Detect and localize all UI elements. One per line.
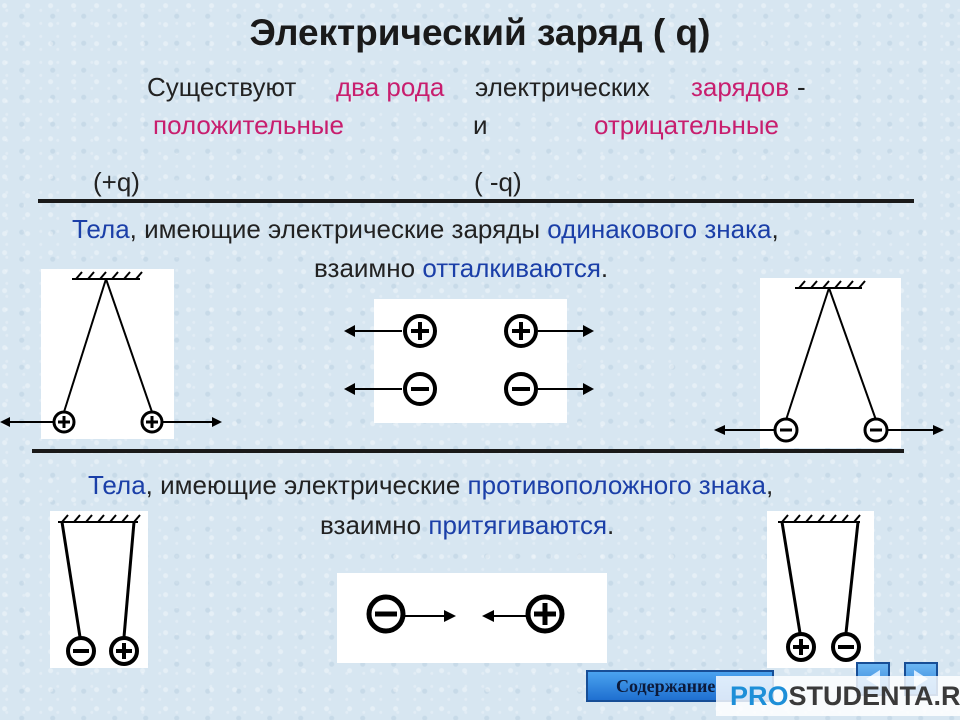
attract-sentence-line1: Тела, имеющие электрические противополож… (88, 470, 773, 501)
repel-word-mutually: взаимно (314, 253, 416, 283)
intro-word-exist: Существуют (147, 72, 297, 102)
attract-comma: , (765, 470, 774, 500)
repel-sentence-line1: Тела, имеющие электрические заряды одина… (72, 214, 779, 245)
divider-bottom (32, 449, 904, 453)
watermark-rest: STUDENTA.RU (788, 680, 960, 711)
divider-top (38, 199, 914, 203)
attract-word-opposite-sign: противоположного знака (467, 470, 766, 500)
attract-word-having: , имеющие электрические (145, 470, 461, 500)
negative-label: отрицательные (594, 110, 779, 140)
intro-word-two-kinds: два рода (336, 72, 445, 102)
slide-title: Электрический заряд ( q) (249, 12, 711, 53)
repel-word-bodies: Тела (72, 214, 130, 244)
repel-sentence-line2: взаимно отталкиваются. (314, 253, 608, 284)
attract-sentence-line2: взаимно притягиваются. (320, 510, 614, 541)
attract-word-attract: притягиваются (428, 510, 608, 540)
attract-period: . (607, 510, 615, 540)
repel-word-having: , имеющие электрические заряды (129, 214, 541, 244)
positive-symbol: (+q) (93, 167, 140, 197)
repel-word-repel: отталкиваются (422, 253, 601, 283)
repel-charges-panel (374, 299, 567, 423)
attract-word-bodies: Тела (88, 470, 146, 500)
and-label: и (473, 110, 488, 140)
intro-word-charges: зарядов (691, 72, 790, 102)
repel-word-same-sign: одинакового знака (547, 214, 772, 244)
repel-period: . (600, 253, 609, 283)
positive-label: положительные (153, 110, 344, 140)
watermark-pro: PRO (730, 680, 789, 711)
attract-word-mutually: взаимно (320, 510, 422, 540)
negative-symbol: ( -q) (474, 167, 522, 197)
intro-dash: - (797, 72, 806, 102)
intro-word-electric: электрических (475, 72, 650, 102)
repel-comma: , (771, 214, 779, 244)
